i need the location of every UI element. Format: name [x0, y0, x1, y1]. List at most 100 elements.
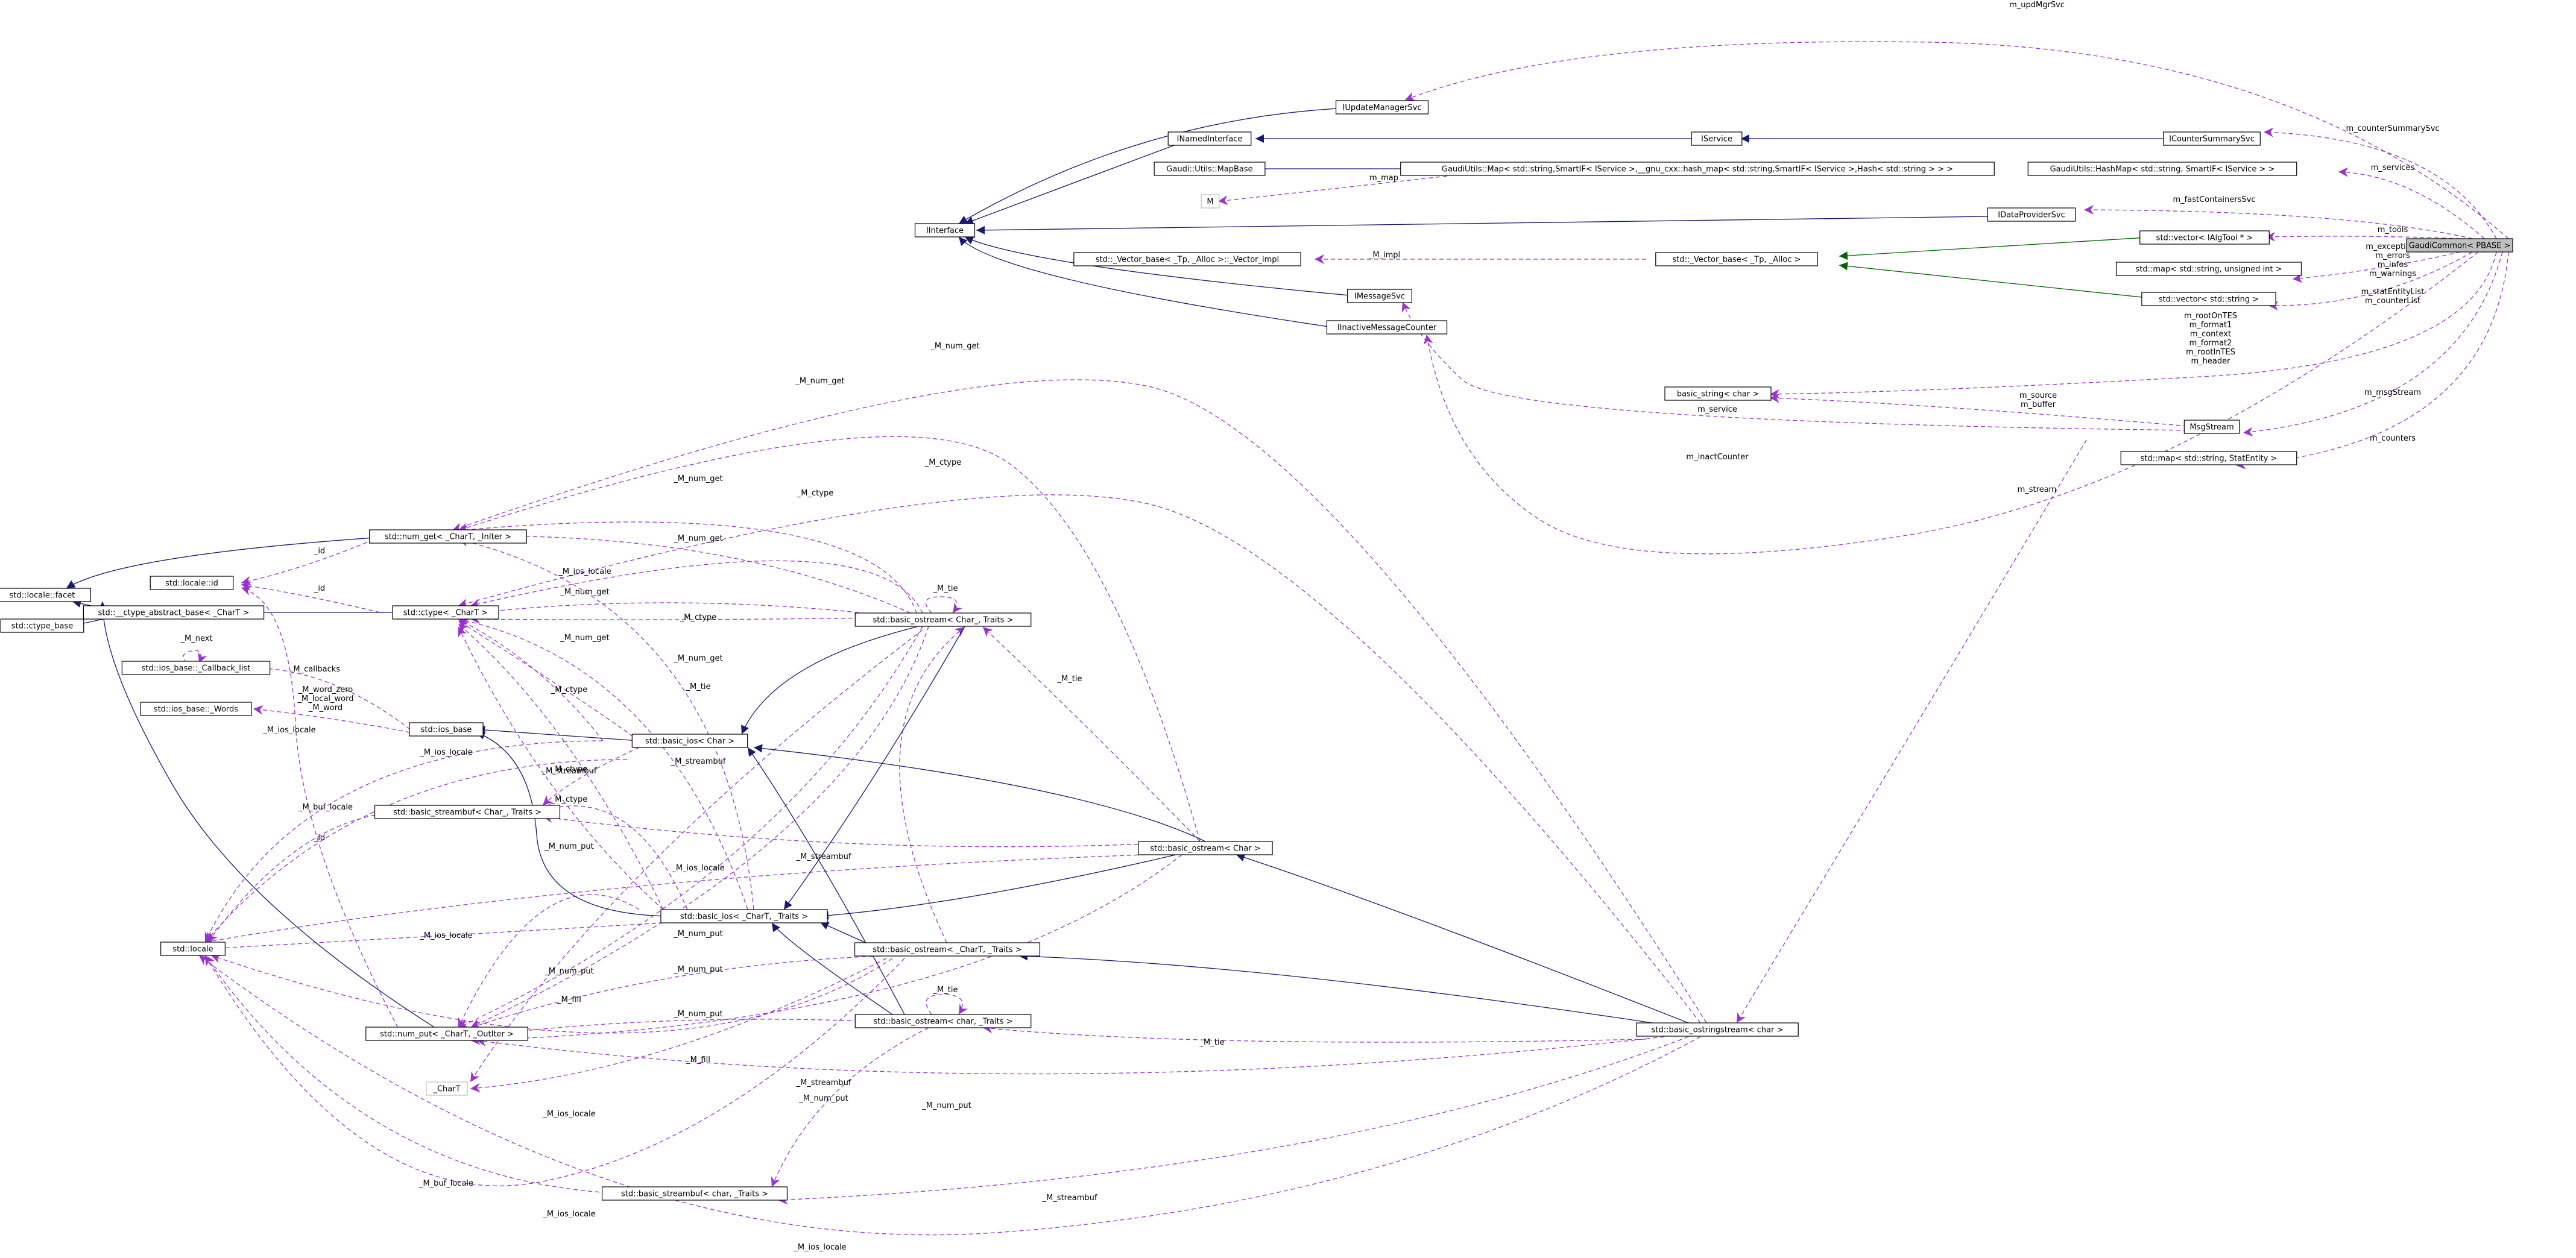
usage-edge-gaudi_common-to-vector_ialgtool — [2265, 231, 2461, 242]
node-box — [601, 1186, 788, 1201]
node-imessage_svc[interactable]: IMessageSvc — [1347, 289, 1412, 303]
node-label: std::basic_ios< Char > — [645, 737, 734, 746]
node-box — [409, 722, 484, 737]
node-basic_streambuf_char_traits[interactable]: std::basic_streambuf< Char_, Traits > — [374, 805, 561, 819]
edge-label-callbacks: _M_callbacks — [289, 665, 340, 674]
node-box — [1167, 131, 1252, 146]
edge-label-fill_b: _M_fill — [686, 1055, 710, 1065]
node-basic_ios_char[interactable]: std::basic_ios< Char > — [631, 734, 748, 748]
usage-edge-basic_ostream_char_traits-to-basic_ostream_char_traits — [925, 596, 962, 614]
usage-edge-basic_ostream_char_lower-to-basic_streambuf_char_lower — [771, 1027, 929, 1187]
edge-label-ctype_f: _M_ctype — [551, 795, 587, 804]
node-locale_facet[interactable]: std::locale::facet — [0, 588, 91, 602]
node-words[interactable]: std::ios_base::_Words — [140, 702, 252, 716]
node-map_stat_entity[interactable]: std::map< std::string, StatEntity > — [2120, 451, 2297, 465]
node-inamed_interface[interactable]: INamedInterface — [1167, 131, 1252, 146]
node-box — [140, 702, 252, 716]
node-icounter_summary_svc[interactable]: ICounterSummarySvc — [2163, 131, 2261, 146]
node-basic_ostream_chart_traits[interactable]: std::basic_ostream< _CharT, _Traits > — [854, 942, 1041, 957]
edge-label-ios_locale_h: _M_ios_locale — [793, 1243, 846, 1252]
inheritance-edge-basic_ostream_char_lower-to-basic_ios_char — [747, 747, 905, 1015]
node-basic_ios_chart_traits[interactable]: std::basic_ios< _CharT, _Traits > — [660, 909, 828, 923]
usage-edge-gaudi_common-to-vector_string — [2268, 251, 2473, 311]
node-ctype_base[interactable]: std::ctype_base — [0, 618, 84, 633]
edge-label-m_map: m_map — [1369, 174, 1398, 183]
node-hash_map[interactable]: GaudiUtils::HashMap< std::string, SmartI… — [2027, 162, 2297, 176]
edge-label-num_get_e: _M_num_get — [560, 588, 609, 597]
node-label: IInterface — [926, 227, 964, 236]
node-label: std::_Vector_base< _Tp, _Alloc > — [1672, 256, 1801, 265]
node-ios_base[interactable]: std::ios_base — [409, 722, 484, 737]
node-box — [426, 1081, 468, 1096]
node-basic_ostream_char_traits[interactable]: std::basic_ostream< Char_, Traits > — [854, 612, 1032, 627]
node-num_put[interactable]: std::num_put< _CharT, _OutIter > — [365, 1027, 528, 1041]
node-label: IMessageSvc — [1354, 292, 1405, 301]
node-gaudi_common[interactable]: GaudiCommon< PBASE > — [2406, 238, 2513, 253]
node-vector_string[interactable]: std::vector< std::string > — [2141, 292, 2276, 306]
node-box — [1326, 320, 1448, 335]
node-chart[interactable]: _CharT — [426, 1081, 468, 1096]
edge-label-streambuf_b: _M_streambuf — [671, 757, 726, 766]
edges-layer — [66, 41, 2509, 1236]
node-m_node[interactable]: M — [1201, 194, 1220, 209]
edge-labels-layer: m_updMgrSvcm_counterSummarySvcm_services… — [180, 1, 2439, 1252]
node-label: _CharT — [432, 1085, 460, 1094]
node-vector_base[interactable]: std::_Vector_base< _Tp, _Alloc > — [1655, 252, 1818, 266]
node-iservice[interactable]: IService — [1691, 131, 1743, 146]
inheritance-edge-basic_ostringstream-to-basic_ostream_char — [1236, 853, 1689, 1024]
inheritance-edge-inamed_interface-to-iinterface — [964, 144, 1176, 225]
usage-edge-gaudi_common-to-hash_map — [2338, 167, 2485, 239]
node-basic_string[interactable]: basic_string< char > — [1664, 386, 1772, 401]
usage-edge-basic_ostream_char-to-locale — [204, 854, 1146, 946]
edge-label-num_get_g: _M_num_get — [673, 654, 722, 663]
node-box — [854, 612, 1032, 627]
usage-edge-basic_ios_char-to-ctype — [458, 620, 640, 741]
node-ctype_abstract_base[interactable]: std::__ctype_abstract_base< _CharT > — [83, 605, 265, 620]
usage-edge-basic_ios_char-to-locale — [204, 740, 604, 943]
usage-edge-basic_ios_chart_traits-to-num_put — [458, 894, 640, 1028]
usage-edge-basic_ostringstream-to-basic_ostream_char_lower — [982, 1024, 1647, 1043]
edge-label-num_put_g: _M_num_put — [921, 1101, 971, 1110]
node-basic_streambuf_char_lower[interactable]: std::basic_streambuf< char, _Traits > — [601, 1186, 788, 1201]
node-label: GaudiUtils::HashMap< std::string, SmartI… — [2050, 165, 2275, 174]
node-msg_stream[interactable]: MsgStream — [2183, 420, 2240, 434]
usage-edge-basic_ostream_chart_traits-to-num_put — [470, 955, 881, 1030]
node-iinterface[interactable]: IInterface — [914, 223, 976, 237]
node-gaudi_map[interactable]: GaudiUtils::Map< std::string,SmartIF< IS… — [1400, 162, 1995, 176]
node-iinactive_message_counter[interactable]: IInactiveMessageCounter — [1326, 320, 1448, 335]
node-label: basic_string< char > — [1677, 390, 1759, 399]
usage-edge-basic_ostream_char-to-num_put — [470, 854, 1182, 1045]
node-box — [374, 805, 561, 819]
node-map_base[interactable]: Gaudi::Utils::MapBase — [1154, 162, 1266, 176]
node-locale[interactable]: std::locale — [160, 942, 226, 956]
node-locale_id[interactable]: std::locale::id — [150, 576, 234, 590]
edge-label-buf_locale_a: _M_buf_locale — [298, 803, 353, 812]
edge-label-num_put_a: _M_num_put — [544, 842, 593, 851]
node-callback_list[interactable]: std::ios_base::_Callback_list — [121, 661, 271, 675]
node-vector_ialgtool[interactable]: std::vector< IAlgTool * > — [2139, 230, 2270, 245]
node-map_string_uint[interactable]: std::map< std::string, unsigned int > — [2115, 262, 2302, 276]
node-iupdate_manager_svc[interactable]: IUpdateManagerSvc — [1335, 100, 1429, 115]
inheritance-edge-basic_ostream_char_traits-to-basic_ios_char — [741, 626, 917, 735]
node-ctype[interactable]: std::ctype< _CharT > — [392, 605, 499, 620]
protected-inheritance-edge-vector_ialgtool-to-vector_base — [1839, 237, 2147, 260]
nodes-layer: GaudiCommon< PBASE > IUpdateManagerSvcINa… — [0, 100, 2513, 1201]
node-box — [160, 942, 226, 956]
node-basic_ostream_char_lower[interactable]: std::basic_ostream< char, _Traits > — [854, 1014, 1032, 1028]
node-label: std::basic_ios< _CharT, _Traits > — [680, 913, 808, 922]
node-basic_ostream_char[interactable]: std::basic_ostream< Char > — [1138, 841, 1273, 855]
node-box — [2406, 238, 2513, 253]
node-idata_provider_svc[interactable]: IDataProviderSvc — [1987, 207, 2076, 222]
node-box — [150, 576, 234, 590]
edge-label-m_counters: m_counters — [2370, 434, 2416, 443]
node-basic_ostringstream[interactable]: std::basic_ostringstream< char > — [1636, 1022, 1799, 1037]
edge-label-num_put_d: _M_num_put — [544, 967, 593, 976]
node-box — [369, 529, 527, 544]
node-label: std::_Vector_base< _Tp, _Alloc >::_Vecto… — [1096, 256, 1279, 265]
node-vector_base_impl[interactable]: std::_Vector_base< _Tp, _Alloc >::_Vecto… — [1073, 252, 1301, 266]
edge-label-ctype_a: _M_ctype — [924, 458, 961, 467]
node-label: Gaudi::Utils::MapBase — [1166, 165, 1252, 174]
node-box — [1347, 289, 1412, 303]
node-num_get[interactable]: std::num_get< _CharT, _InIter > — [369, 529, 527, 544]
node-label: std::ctype< _CharT > — [403, 609, 488, 618]
